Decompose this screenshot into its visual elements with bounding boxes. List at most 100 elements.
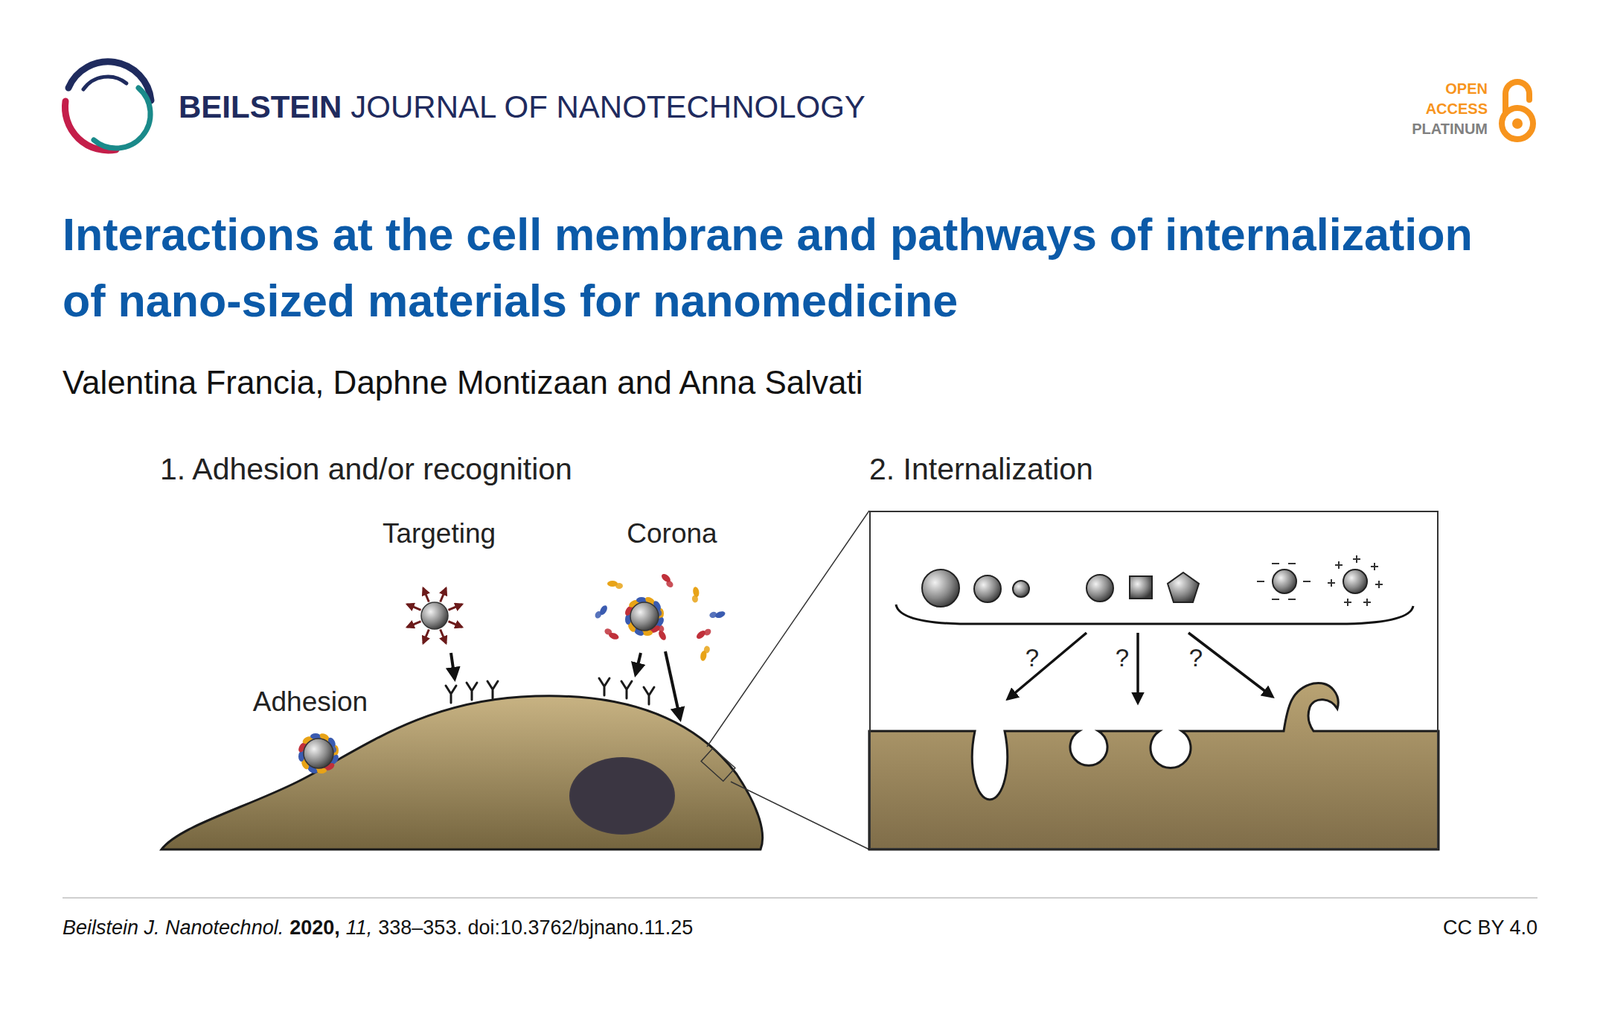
zoom-frame: [869, 510, 1439, 850]
protein-part: [703, 645, 711, 654]
particle-sphere: [1086, 574, 1114, 602]
positive-charge: [1344, 598, 1352, 606]
free-proteins: [593, 572, 727, 662]
open-access-badge: PLATINUM: [1411, 119, 1488, 138]
ligand-arrow: [407, 621, 421, 628]
positive-charge: [1370, 562, 1379, 571]
panel-heading: 1. Adhesion and/or recognition: [160, 450, 573, 488]
protein: [695, 625, 713, 643]
positive-charge: [1375, 580, 1383, 588]
negative-charge: [1303, 580, 1311, 582]
logo-arc: [64, 101, 117, 151]
receptors: [445, 677, 655, 704]
logo-arc: [68, 61, 152, 101]
arrow: [1007, 632, 1087, 699]
negative-charge: [1288, 562, 1296, 565]
paper-title: Interactions at the cell membrane and pa…: [62, 201, 1477, 335]
open-access-badge: OPEN: [1445, 79, 1488, 98]
protein-part: [593, 610, 603, 620]
ligand-arrow: [407, 604, 421, 611]
citation-journal: Beilstein J. Nanotechnol.: [62, 915, 284, 940]
negative-charge: [1288, 598, 1296, 600]
open-access-badge: ACCESS: [1425, 99, 1488, 118]
protein: [607, 580, 623, 589]
ligand-arrow: [440, 628, 447, 643]
ligand-arrow: [448, 604, 462, 611]
protein-part: [665, 578, 675, 589]
receptor: [599, 677, 610, 696]
arrow: [450, 652, 455, 679]
membrane: [869, 683, 1439, 850]
question-mark: ?: [1115, 642, 1129, 673]
negative-charge: [1271, 598, 1280, 600]
zoom-line: [730, 781, 870, 850]
ligand-arrow: [440, 587, 447, 602]
question-mark: ?: [1189, 642, 1203, 673]
targeting-ligands: [407, 587, 463, 643]
protein-part: [702, 627, 713, 638]
arrow: [1188, 632, 1273, 697]
panel-heading: 2. Internalization: [869, 450, 1094, 488]
protein: [593, 602, 609, 621]
positive-charge: [1327, 578, 1336, 587]
positive-charge: [1352, 555, 1361, 563]
logo-arc: [93, 87, 151, 149]
protein: [708, 608, 726, 622]
particle-positive: [1343, 569, 1368, 594]
question-mark: ?: [1025, 642, 1039, 673]
nucleus: [569, 756, 675, 835]
ligand-arrow: [423, 587, 430, 602]
cell: [161, 695, 763, 850]
positive-charge: [1363, 598, 1371, 606]
particle-cube: [1129, 576, 1152, 599]
charges: [1256, 555, 1383, 606]
protein-part: [615, 582, 623, 589]
particle-negative: [1272, 569, 1297, 594]
journal-logo: [64, 61, 152, 151]
logo-arc: [83, 76, 127, 90]
positive-charge: [1335, 561, 1343, 569]
protein: [658, 572, 676, 589]
targeted-nanoparticle: [421, 602, 448, 629]
arrow: [665, 651, 681, 719]
particle-pentagon: [1167, 572, 1199, 603]
lock-body: [1501, 107, 1534, 140]
ligand-arrow: [448, 621, 462, 628]
citation-volume: 11,: [346, 915, 373, 940]
bracket: [896, 604, 1414, 624]
particle-small: [1012, 580, 1030, 597]
receptor: [643, 686, 655, 704]
adhered-nanoparticle: [303, 738, 334, 768]
protein-part: [691, 594, 699, 603]
journal-brand: BEILSTEIN: [178, 88, 342, 126]
receptor: [466, 682, 478, 700]
protein: [602, 627, 620, 641]
receptor: [621, 680, 632, 699]
protein: [689, 585, 701, 603]
footer-rule: [62, 896, 1538, 899]
arrow: [1136, 632, 1140, 703]
open-access-lock: [1501, 81, 1534, 140]
citation-pages: 338–353. doi:10.3762/bjnano.11.25: [378, 915, 693, 940]
protein-part: [708, 610, 718, 619]
protein: [699, 644, 710, 662]
receptor: [445, 685, 457, 703]
journal-name: JOURNAL OF NANOTECHNOLOGY: [350, 88, 866, 126]
particle-medium: [974, 575, 1001, 603]
zoom-panel: 2. Internalization???: [869, 446, 1439, 850]
negative-charge: [1256, 580, 1265, 582]
authors: Valentina Francia, Daphne Montizaan and …: [62, 363, 863, 403]
lock-dot: [1512, 118, 1523, 129]
part-label: Targeting: [382, 517, 496, 550]
zoom-line: [706, 510, 870, 747]
particle-large: [922, 569, 960, 607]
citation-year: 2020,: [289, 915, 341, 940]
negative-charge: [1271, 562, 1280, 565]
license: CC BY 4.0: [1442, 915, 1538, 940]
arrow: [635, 652, 641, 675]
part-label: Corona: [626, 517, 717, 550]
protein-corona: [296, 731, 341, 775]
ligand-arrow: [423, 628, 430, 643]
